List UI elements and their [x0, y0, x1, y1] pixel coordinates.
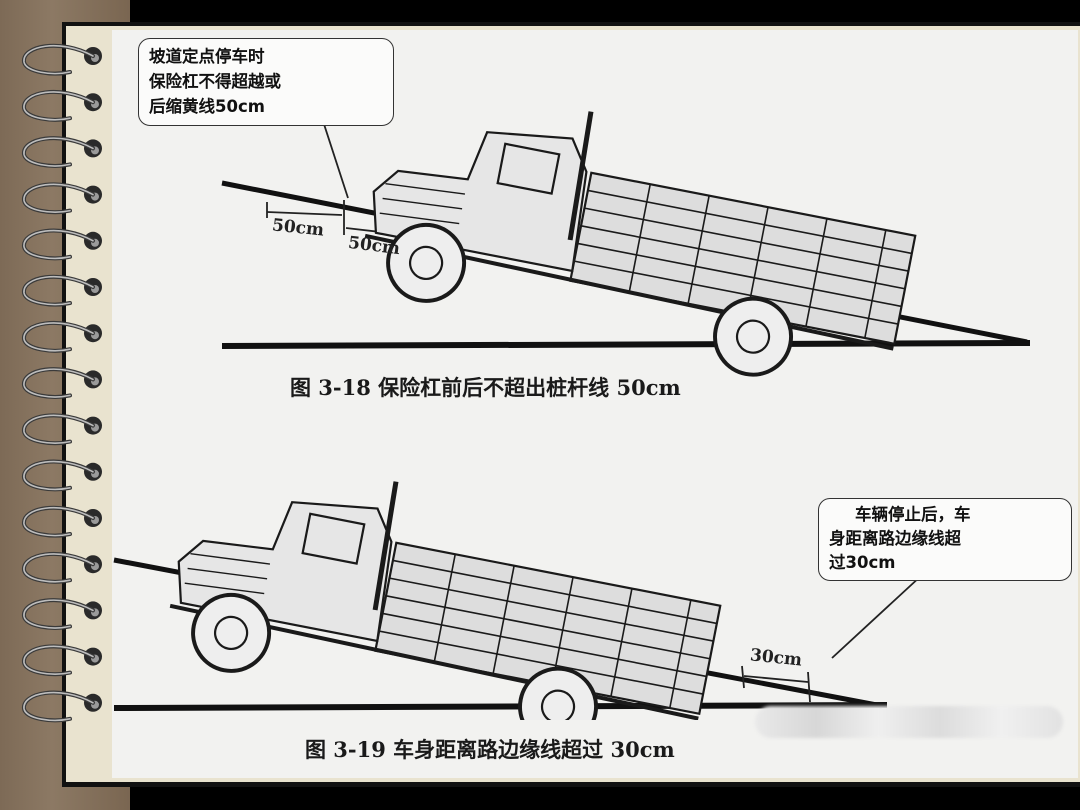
binder-ring-icon [22, 690, 102, 723]
spiral-binding [22, 43, 102, 723]
binder-ring-icon [22, 43, 102, 76]
binder-ring-icon [22, 89, 102, 122]
callout-bottom-line-1: 车辆停止后，车 [855, 505, 971, 524]
callout-bottom-line-2: 身距离路边缘线超 [829, 529, 961, 548]
binder-ring-icon [22, 182, 102, 215]
truck-illustration [169, 481, 722, 720]
figure-3-19-illustration [113, 481, 923, 720]
binder-ring-icon [22, 505, 102, 538]
figure-3-18-illustration [221, 111, 1031, 377]
binder-ring-icon [22, 644, 102, 677]
binder-ring-icon [22, 228, 102, 261]
blurred-overlay [755, 706, 1063, 738]
callout-top-line-2: 保险杠不得超越或 [149, 72, 281, 91]
callout-top-line-1: 坡道定点停车时 [149, 47, 265, 66]
binder-ring-icon [22, 320, 102, 353]
binder-ring-icon [22, 367, 102, 399]
callout-bottom: 车辆停止后，车 身距离路边缘线超 过30cm [818, 498, 1072, 581]
truck-illustration [364, 111, 917, 377]
binder-ring-icon [22, 598, 102, 630]
callout-bottom-line-3: 过30cm [829, 553, 896, 572]
dimension-marks-bottom [741, 665, 811, 703]
binder-ring-icon [22, 413, 102, 446]
callout-top-line-3: 后缩黄线50cm [149, 97, 265, 116]
binder-ring-icon [22, 551, 102, 584]
binder-ring-icon [22, 459, 102, 492]
caption-figure-3-18: 图 3-18 保险杠前后不超出桩杆线 50cm [290, 375, 681, 400]
binder-ring-icon [22, 274, 102, 307]
caption-figure-3-19: 图 3-19 车身距离路边缘线超过 30cm [305, 737, 675, 762]
binder-ring-icon [22, 136, 102, 168]
callout-top: 坡道定点停车时 保险杠不得超越或 后缩黄线50cm [138, 38, 394, 126]
